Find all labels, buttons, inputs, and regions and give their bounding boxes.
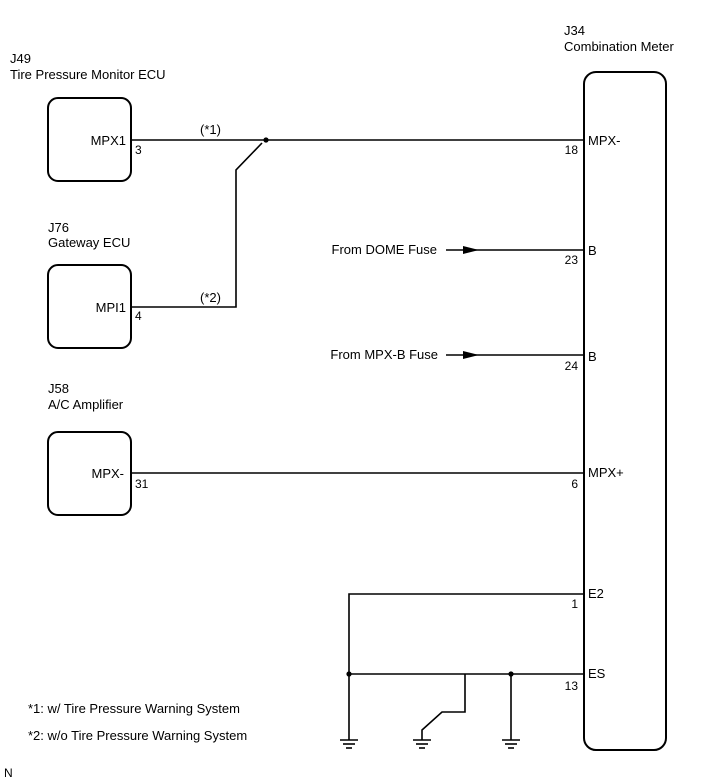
ground-icon [502,739,520,749]
meter-pin-13: 13 [565,679,579,693]
fuse-mpxb-label: From MPX-B Fuse [330,347,438,362]
fuse-feeds: From DOME Fuse From MPX-B Fuse [330,242,584,362]
tpms-ecu-code: J49 [10,51,31,66]
gateway-ecu-name: Gateway ECU [48,235,130,250]
meter-name: Combination Meter [564,39,674,54]
ac-amplifier: J58 A/C Amplifier MPX- 31 [47,381,149,516]
meter-terminal-mpx-minus: MPX- [588,133,621,148]
meter-terminal-es: ES [588,666,606,681]
ac-amplifier-code: J58 [48,381,69,396]
tpms-ecu: J49 Tire Pressure Monitor ECU MPX1 3 [10,51,166,182]
tpms-ecu-terminal: MPX1 [91,133,126,148]
meter-terminal-mpx-plus: MPX+ [588,465,624,480]
wire-tag-2: (*2) [200,290,221,305]
gateway-ecu-code: J76 [48,220,69,235]
meter-pin-23: 23 [565,253,579,267]
wire-tag-1: (*1) [200,122,221,137]
ac-amplifier-name: A/C Amplifier [48,397,124,412]
gateway-ecu-pin: 4 [135,309,142,323]
footnotes: *1: w/ Tire Pressure Warning System *2: … [28,701,247,743]
gateway-ecu: J76 Gateway ECU MPI1 4 [47,220,142,349]
fuse-dome-label: From DOME Fuse [332,242,437,257]
wires: (*1) (*2) [131,122,584,474]
ac-amplifier-terminal: MPX- [92,466,125,481]
tpms-ecu-name: Tire Pressure Monitor ECU [10,67,166,82]
ground-icon [413,739,431,749]
arrow-mpxb-icon [463,351,479,359]
splice-dot-e2-es [346,671,352,677]
combination-meter: J34 Combination Meter MPX- 18 B 23 B 24 … [564,23,674,751]
meter-pin-18: 18 [565,143,579,157]
meter-terminal-e2: E2 [588,586,604,601]
meter-pin-24: 24 [565,359,579,373]
gateway-ecu-terminal: MPI1 [96,300,126,315]
footnote-1: *1: w/ Tire Pressure Warning System [28,701,240,716]
corner-mark: N [4,766,13,780]
meter-pin-6: 6 [571,477,578,491]
wire-e2-ground [348,593,584,740]
tpms-ecu-pin: 3 [135,143,142,157]
meter-code: J34 [564,23,585,38]
wire-ground-jumper [421,674,466,740]
meter-terminal-b-24: B [588,349,597,364]
meter-box [583,71,667,751]
footnote-2: *2: w/o Tire Pressure Warning System [28,728,247,743]
meter-pin-1: 1 [571,597,578,611]
wire-mpi1-branch [131,142,263,308]
meter-terminal-b-23: B [588,243,597,258]
ground-wiring [340,593,584,749]
arrow-dome-icon [463,246,479,254]
ac-amplifier-pin: 31 [135,477,149,491]
splice-dot-mpx [263,137,269,143]
ground-icon [340,739,358,749]
